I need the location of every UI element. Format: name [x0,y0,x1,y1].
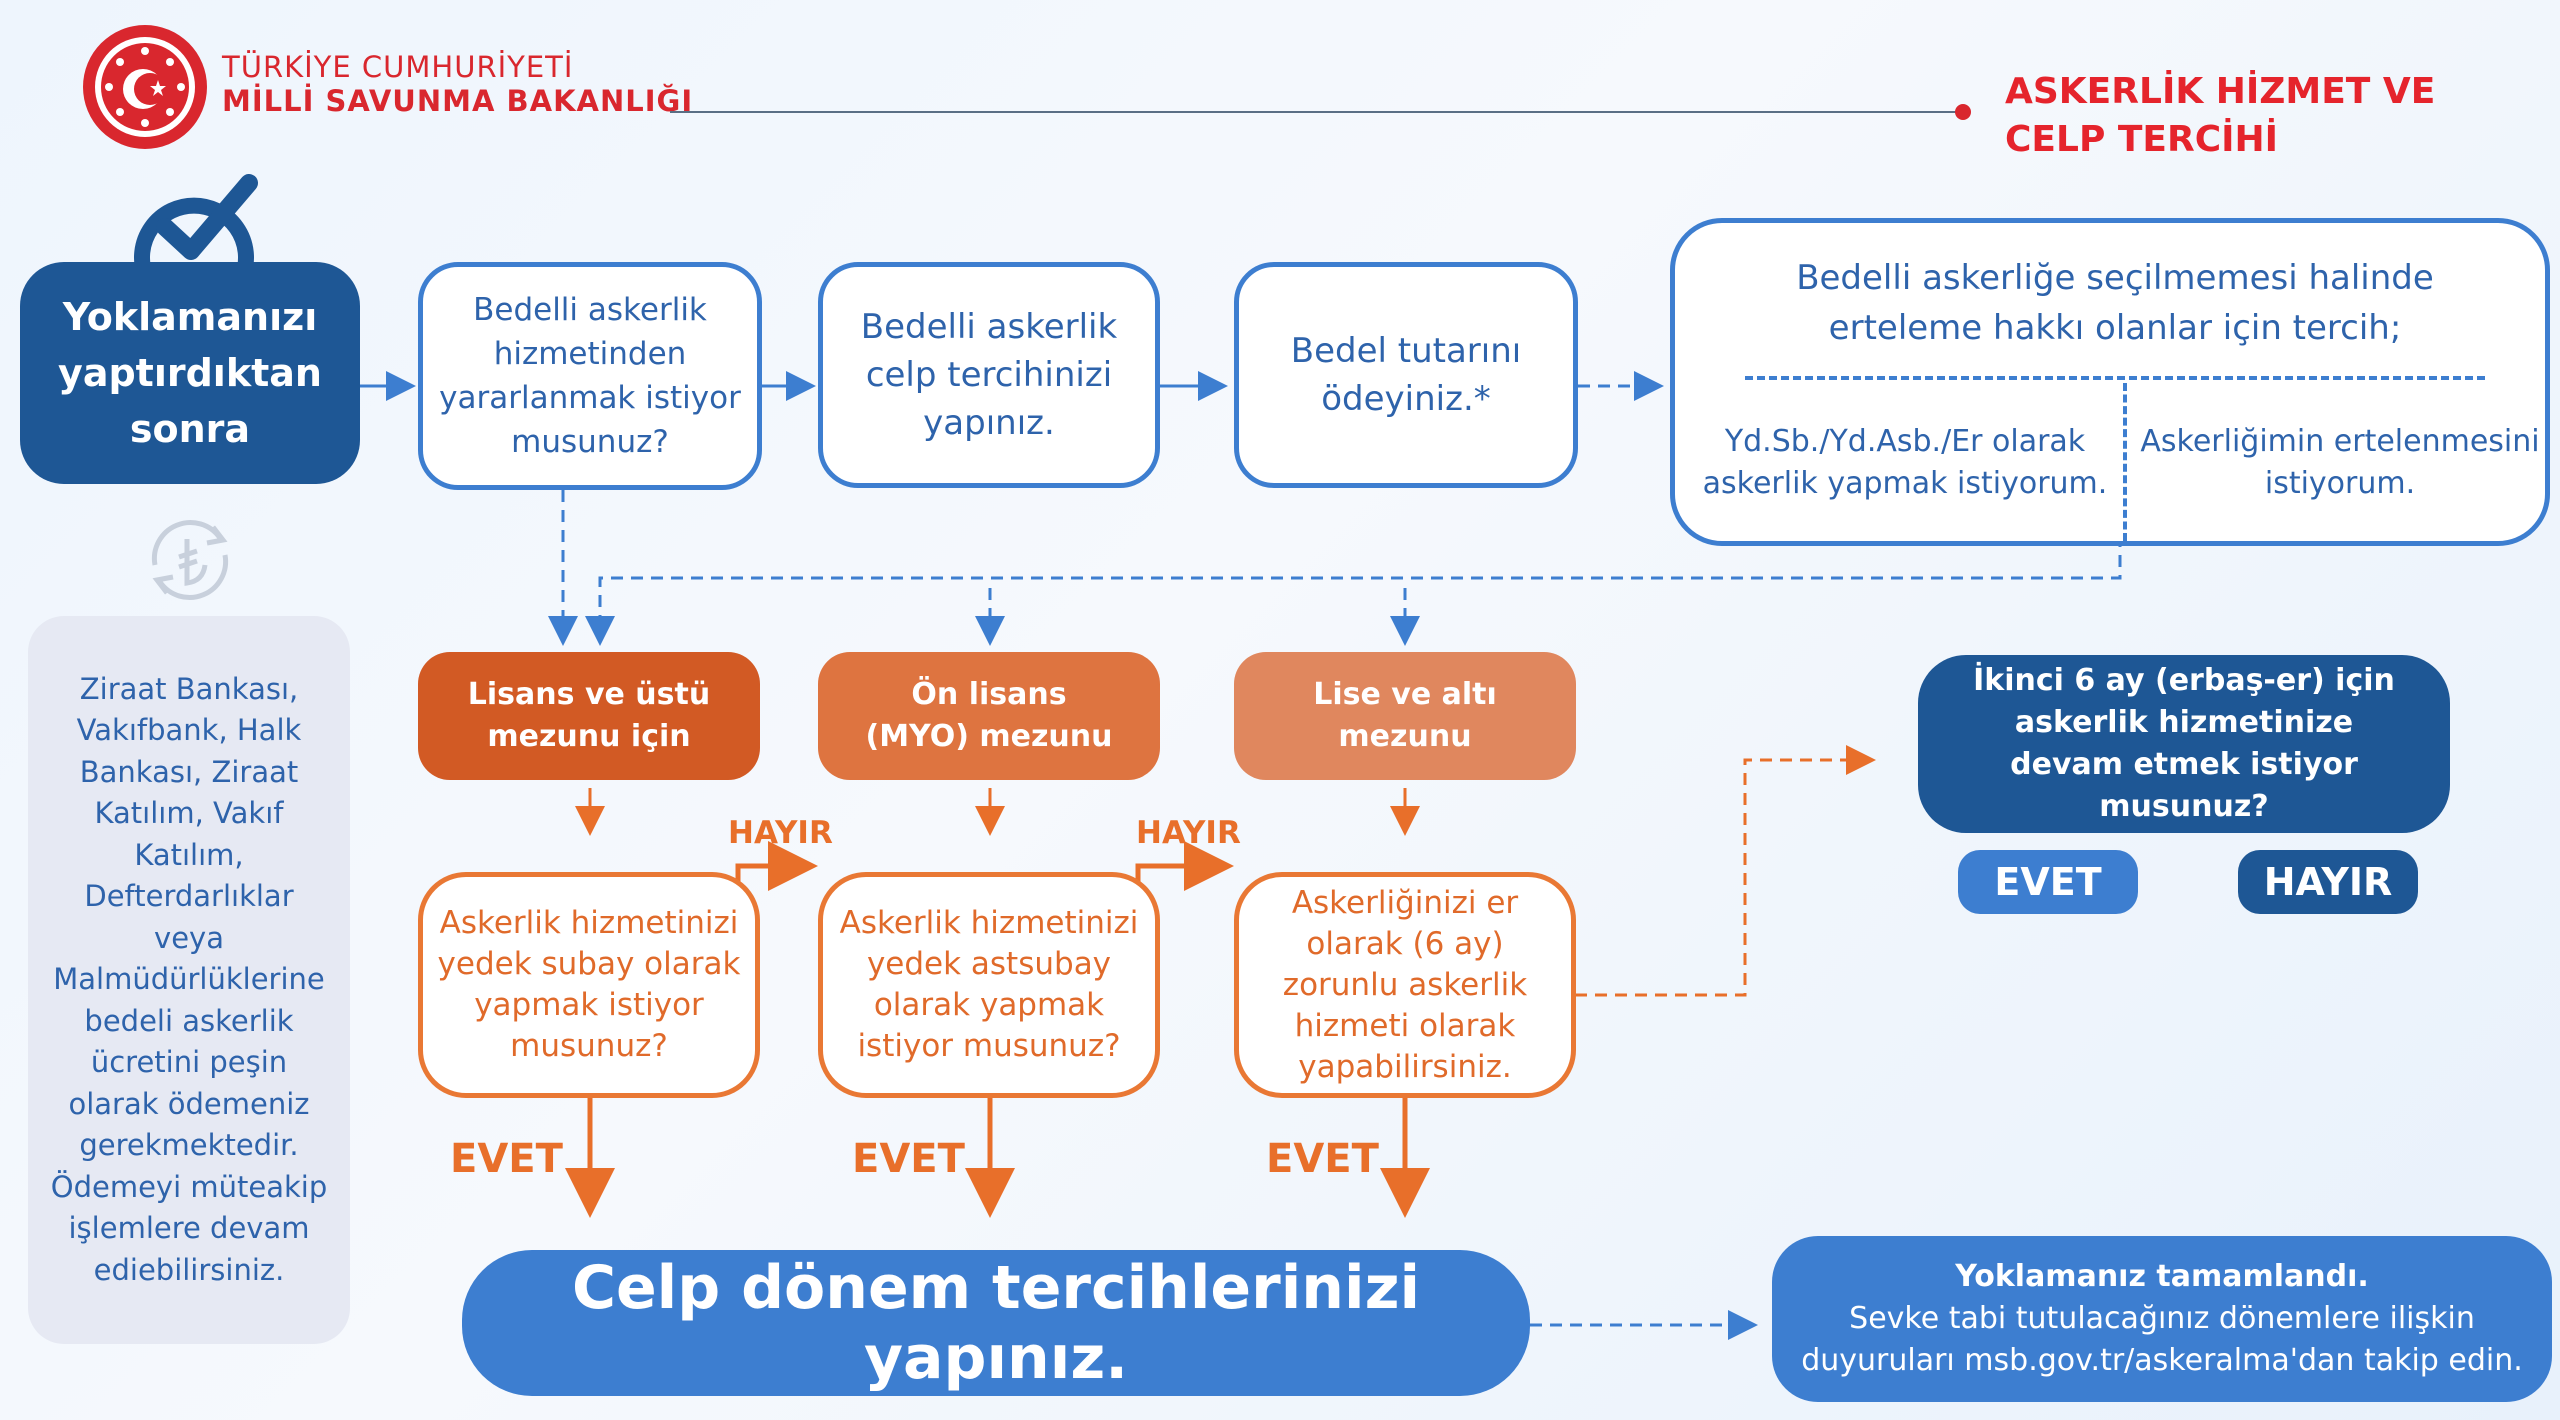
second-half-question-box: İkinci 6 ay (erbaş-er) için askerlik hiz… [1918,655,2450,833]
organization-name: TÜRKİYE CUMHURİYETİ MİLLİ SAVUNMA BAKANL… [222,50,693,118]
question-bedelli-text: Bedelli askerlik hizmetinden yararlanmak… [439,292,741,460]
payment-text: Bedel tutarını ödeyiniz.* [1290,331,1522,419]
title-line-1: ASKERLİK HİZMET VE [2005,71,2436,112]
associate-text: Ön lisans (MYO) mezunu [865,677,1113,754]
reserve-nco-text: Askerlik hizmetinizi yedek astsubay olar… [839,905,1139,1064]
reserve-officer-question-box: Askerlik hizmetinizi yedek subay olarak … [418,872,760,1098]
start-box: Yoklamanızı yaptırdıktan sonra [20,262,360,484]
option-reserve-text: Yd.Sb./Yd.Asb./Er olarak askerlik yapmak… [1702,424,2108,501]
final-step-text: Celp dönem tercihlerinizi yapınız. [571,1253,1421,1393]
no-label-2: HAYIR [1136,815,1241,851]
question-bedelli-box: Bedelli askerlik hizmetinden yararlanmak… [418,262,762,490]
associate-box: Ön lisans (MYO) mezunu [818,652,1160,780]
ministry-emblem [80,22,210,152]
completion-note-line2: duyuruları msb.gov.tr/askeralma'dan taki… [1801,1343,2523,1378]
completion-note-box: Yoklamanız tamamlandı. Sevke tabi tutula… [1772,1236,2552,1402]
no-label-1: HAYIR [728,815,833,851]
header-divider-dot [1955,104,1971,120]
private-service-box: Askerliğinizi er olarak (6 ay) zorunlu a… [1234,872,1576,1098]
reserve-officer-text: Askerlik hizmetinizi yedek subay olarak … [437,905,741,1064]
arrow-no-1 [735,841,818,891]
start-text: Yoklamanızı yaptırdıktan sonra [58,295,322,451]
org-line-2: MİLLİ SAVUNMA BAKANLIĞI [222,84,694,118]
second-half-yes-pill: EVET [1958,850,2138,914]
yes-label-2: EVET [852,1136,965,1182]
second-half-question-text: İkinci 6 ay (erbaş-er) için askerlik hiz… [1973,663,2395,824]
payment-info-text: Ziraat Bankası, Vakıfbank, Halk Bankası,… [50,671,328,1287]
checkmark-circle-icon [125,165,265,280]
highschool-text: Lise ve altı mezunu [1313,677,1497,754]
payment-box: Bedel tutarını ödeyiniz.* [1234,262,1578,488]
header-divider [670,111,1960,113]
document-title: ASKERLİK HİZMET VE CELP TERCİHİ [2005,68,2435,164]
not-selected-box: Bedelli askerliğe seçilmemesi halinde er… [1670,218,2550,546]
yes-label-1: EVET [450,1136,563,1182]
completion-note-line1: Sevke tabi tutulacağınız dönemlere ilişk… [1849,1301,2475,1336]
preference-text: Bedelli askerlik celp tercihinizi yapını… [860,307,1118,443]
completion-note-title: Yoklamanız tamamlandı. [1955,1259,2369,1294]
second-half-no-pill: HAYIR [2238,850,2418,914]
title-line-2: CELP TERCİHİ [2005,119,2279,160]
arrow-no-2 [1135,841,1234,891]
private-service-text: Askerliğinizi er olarak (6 ay) zorunlu a… [1282,884,1528,1085]
currency-refresh-icon [135,505,245,615]
preference-box: Bedelli askerlik celp tercihinizi yapını… [818,262,1160,488]
not-selected-vertical-separator [2123,383,2127,541]
graduate-text: Lisans ve üstü mezunu için [467,677,711,754]
option-postpone-text: Askerliğimin ertelenmesini istiyorum. [2140,424,2540,501]
final-step-box: Celp dönem tercihlerinizi yapınız. [462,1250,1530,1396]
not-selected-title: Bedelli askerliğe seçilmemesi halinde er… [1796,258,2434,348]
not-selected-separator [1745,376,2485,380]
highschool-box: Lise ve altı mezunu [1234,652,1576,780]
org-line-1: TÜRKİYE CUMHURİYETİ [222,50,574,84]
reserve-nco-question-box: Askerlik hizmetinizi yedek astsubay olar… [818,872,1160,1098]
graduate-box: Lisans ve üstü mezunu için [418,652,760,780]
payment-info-panel: Ziraat Bankası, Vakıfbank, Halk Bankası,… [28,616,350,1344]
arrow-private-to-second-half [1575,745,1876,997]
yes-label-3: EVET [1266,1136,1379,1182]
